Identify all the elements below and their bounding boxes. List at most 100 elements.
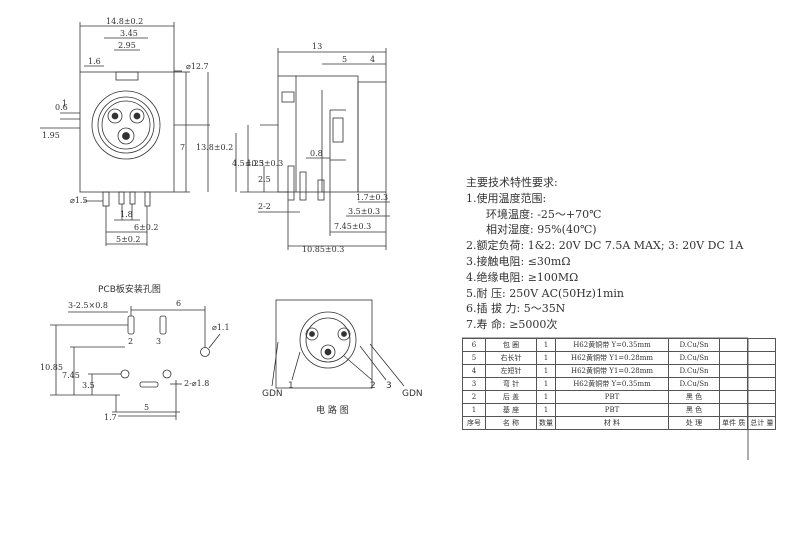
dim-06: 0.6 <box>55 103 68 112</box>
bom-qty: 1 <box>536 403 556 417</box>
dim-1: 1 <box>62 99 67 108</box>
header-unit-weight: 单件 质 <box>718 416 749 430</box>
bom-name: 右长针 <box>485 351 537 365</box>
pin-hole-center <box>117 127 135 145</box>
header-process: 处 理 <box>668 416 720 430</box>
header-total-weight: 总计 量 <box>747 416 777 430</box>
table-row: 5 右长针 1 H62黄铜带 Y1=0.28mm D.Cu/Sn <box>462 351 777 365</box>
dim-6: 6 <box>176 299 181 308</box>
circuit-caption: 电 路 图 <box>316 404 349 416</box>
dim-1085: 10.85±0.3 <box>302 245 344 254</box>
bom-qty: 1 <box>536 377 556 391</box>
dim-195: 1.95 <box>42 131 60 140</box>
dim-345: 3.45 <box>120 29 138 38</box>
dim-4: 4 <box>370 55 375 64</box>
bom-name: 左短针 <box>485 364 537 378</box>
dim-1085: 10.85 <box>40 363 63 372</box>
bom-process: 黑 色 <box>668 390 720 404</box>
bom-material: H62黄铜带 Y1=0.28mm <box>555 364 669 378</box>
dim-7: 7 <box>180 143 185 152</box>
table-header-row: 序号 名 称 数量 材 料 处 理 单件 质 总计 量 <box>462 416 777 430</box>
bom-no: 6 <box>462 338 486 352</box>
pin-label-2: 2 <box>128 337 133 346</box>
pin-hole-left <box>107 108 123 124</box>
spec-7: 7.寿 命: ≥5000次 <box>466 318 558 332</box>
bom-no: 5 <box>462 351 486 365</box>
bom-no: 2 <box>462 390 486 404</box>
bom-process: 黑 色 <box>668 403 720 417</box>
side-body-outline <box>277 75 359 193</box>
specs-title: 主要技术特性要求: <box>466 176 558 189</box>
pcb-hole-pattern <box>50 306 221 420</box>
dim-295: 2.95 <box>118 41 136 50</box>
technical-specs: 主要技术特性要求: 1.使用温度范围: 环境温度: -25～+70℃ 相对湿度:… <box>466 175 796 333</box>
dim-slot2: 2-⌀1.8 <box>184 379 209 388</box>
bom-qty: 1 <box>536 390 556 404</box>
dim-17: 1.7 <box>104 413 117 422</box>
dim-5: 5 <box>342 55 347 64</box>
pin-hole-right <box>129 108 145 124</box>
bom-no: 1 <box>462 403 486 417</box>
hole-dia11 <box>200 347 210 357</box>
bom-qty: 1 <box>536 338 556 352</box>
bom-process: D.Cu/Sn <box>668 351 720 365</box>
spec-1a: 环境温度: -25～+70℃ <box>486 207 602 221</box>
dim-745: 7.45 <box>62 371 80 380</box>
outer-ring <box>91 90 161 160</box>
bom-qty: 1 <box>536 351 556 365</box>
pcb-title: PCB板安装孔图 <box>98 283 161 295</box>
table-row: 3 弯 针 1 H62黄铜带 Y=0.35mm D.Cu/Sn <box>462 377 777 391</box>
bom-no: 4 <box>462 364 486 378</box>
header-name: 名 称 <box>485 416 537 430</box>
front-view-labels: 14.8±0.2 3.45 2.95 1.6 ⌀12.7 0.6 1 1.95 … <box>42 17 233 244</box>
bom-process: D.Cu/Sn <box>668 377 720 391</box>
bom-material: PBT <box>555 403 669 417</box>
circuit-pin-3: 3 <box>386 381 392 391</box>
gdn-left: GDN <box>262 389 283 399</box>
table-row: 1 基 座 1 PBT 黑 色 <box>462 403 777 417</box>
spec-5: 5.耐 压: 250V AC(50Hz)1min <box>466 286 624 300</box>
circuit-labels: GDN 1 2 3 GDN 电 路 图 <box>262 381 423 416</box>
bom-material: PBT <box>555 390 669 404</box>
bom-no: 3 <box>462 377 486 391</box>
dim-35: 3.5 <box>82 381 95 390</box>
dim-5: 5 <box>144 403 149 412</box>
dim-425: 4.25±0.3 <box>246 159 283 168</box>
bom-name: 弯 针 <box>485 377 537 391</box>
spec-1b: 相对湿度: 95%(40℃) <box>486 223 597 237</box>
dim-dia127: ⌀12.7 <box>186 62 209 71</box>
spec-1: 1.使用温度范围: <box>466 191 547 205</box>
bom-process: D.Cu/Sn <box>668 364 720 378</box>
dim-35: 3.5±0.3 <box>348 207 380 216</box>
bom-process: D.Cu/Sn <box>668 338 720 352</box>
front-body-outline <box>79 71 175 193</box>
dim-dia11: ⌀1.1 <box>212 323 230 332</box>
gdn-right: GDN <box>402 389 423 399</box>
bom-qty: 1 <box>536 364 556 378</box>
dim-6: 6±0.2 <box>134 223 159 232</box>
circuit-pin-1: 1 <box>288 381 294 391</box>
top-notch <box>115 71 139 81</box>
dim-138: 13.8±0.2 <box>196 143 233 152</box>
dim-5: 5±0.2 <box>116 235 141 244</box>
table-row: 4 左短针 1 H62黄铜带 Y1=0.28mm D.Cu/Sn <box>462 364 777 378</box>
bom-table: 6 包 圈 1 H62黄铜带 Y=0.35mm D.Cu/Sn 5 右长针 1 … <box>462 338 777 430</box>
bom-name: 后 盖 <box>485 390 537 404</box>
side-view <box>235 48 390 250</box>
bom-material: H62黄铜带 Y=0.35mm <box>555 338 669 352</box>
dim-22: 2-2 <box>258 202 271 211</box>
pin-label-3: 3 <box>156 337 161 346</box>
circuit-pin-2: 2 <box>370 381 376 391</box>
pin-left <box>102 191 110 207</box>
spec-6: 6.插 拔 力: 5～35N <box>466 302 566 316</box>
dim-width: 14.8±0.2 <box>106 17 143 26</box>
table-row: 6 包 圈 1 H62黄铜带 Y=0.35mm D.Cu/Sn <box>462 338 777 352</box>
dim-13: 13 <box>312 42 322 51</box>
dim-18: 1.8 <box>120 210 133 219</box>
header-material: 材 料 <box>555 416 669 430</box>
hole-left <box>120 369 130 379</box>
bom-material: H62黄铜带 Y1=0.28mm <box>555 351 669 365</box>
dim-25: 2.5 <box>258 175 271 184</box>
